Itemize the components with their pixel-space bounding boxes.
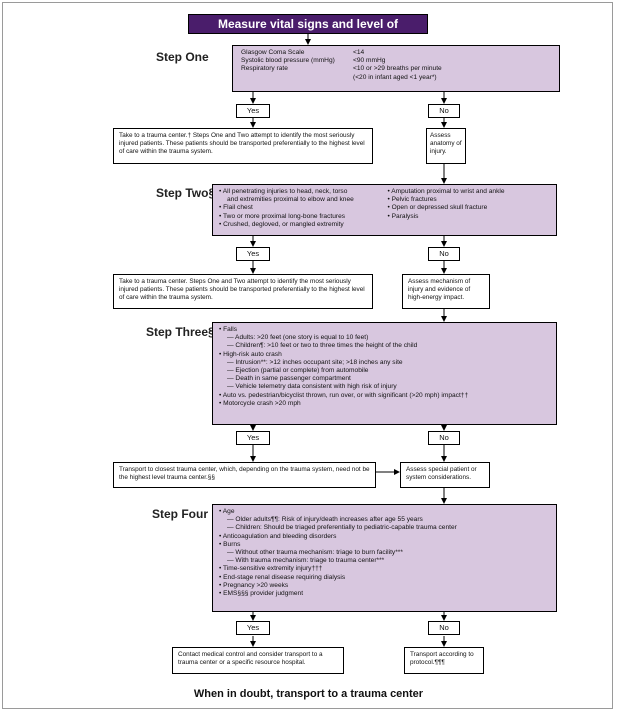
step-three-criteria-box: • Falls— Adults: >20 feet (one story is … [212, 322, 557, 425]
step-three-criterion: — Vehicle telemetry data consistent with… [227, 383, 397, 391]
step-two-criterion: • Open or depressed skull fracture [387, 204, 488, 212]
step-three-yes: Yes [236, 431, 270, 445]
step-three-criterion: — Intrusion**: >12 inches occupant site;… [227, 358, 403, 366]
step-three-no-result: Assess special patient or system conside… [400, 462, 490, 488]
step-three-criterion: — Ejection (partial or complete) from au… [227, 367, 369, 375]
step-three-criterion: • Falls [219, 326, 238, 333]
step-three-criterion: — Adults: >20 feet (one story is equal t… [227, 334, 369, 342]
step-two-criteria-box: • All penetrating injuries to head, neck… [212, 184, 557, 236]
criterion-value: <14 [353, 49, 365, 56]
step-two-criterion: • Paralysis [387, 212, 419, 220]
step-one-criterion: Glasgow Coma Scale <14 [241, 49, 553, 57]
step-four-criterion: — With trauma mechanism: triage to traum… [227, 557, 385, 565]
criterion-value: <90 mmHg [353, 57, 386, 65]
criterion-name [241, 74, 353, 82]
step-four-criterion: • Age [219, 508, 235, 515]
step-two-right-list: • Amputation proximal to wrist and ankle… [382, 188, 551, 229]
step-three-criteria-list: • Falls— Adults: >20 feet (one story is … [219, 326, 550, 408]
step-four-no-result: Transport according to protocol.¶¶¶ [404, 647, 484, 674]
step-two-no: No [428, 247, 460, 261]
criterion-name: Systolic blood pressure (mmHg) [241, 57, 335, 65]
criterion-value: (<20 in infant aged <1 year*) [353, 73, 437, 81]
step-four-criterion: — Without other trauma mechanism: triage… [227, 549, 403, 557]
step-two-criterion: • Amputation proximal to wrist and ankle [387, 188, 505, 195]
step-four-criterion: • End-stage renal disease requiring dial… [219, 573, 346, 581]
step-three-criterion: • High-risk auto crash [219, 350, 282, 358]
footer-note: When in doubt, transport to a trauma cen… [193, 688, 424, 700]
criterion-name: Glasgow Coma Scale [241, 49, 305, 56]
step-two-criterion: • Crushed, degloved, or mangled extremit… [219, 220, 344, 228]
step-one-yes: Yes [236, 104, 270, 118]
step-four-criterion: • EMS§§§ provider judgment [219, 590, 304, 598]
step-four-criterion: • Pregnancy >20 weeks [219, 581, 289, 589]
step-four-criteria-box: • Age— Older adults¶¶: Risk of injury/de… [212, 504, 557, 612]
step-one-no: No [428, 104, 460, 118]
criterion-name: Respiratory rate [241, 65, 288, 73]
step-three-criterion: — Death in same passenger compartment [227, 375, 351, 383]
step-four-label: Step Four [152, 507, 208, 521]
step-four-no: No [428, 621, 460, 635]
step-one-criterion: Respiratory rate <10 or >29 breaths per m… [241, 65, 553, 73]
step-one-yes-result: Take to a trauma center.† Steps One and … [113, 128, 373, 164]
step-four-criterion: • Anticoagulation and bleeding disorders [219, 532, 337, 540]
step-three-label: Step Three§ [146, 325, 215, 339]
step-four-criterion: • Time-sensitive extremity injury††† [219, 565, 323, 573]
step-three-no: No [428, 431, 460, 445]
step-two-criterion: and extremities proximal to elbow and kn… [227, 196, 354, 204]
step-three-yes-result: Transport to closest trauma center, whic… [113, 462, 376, 488]
step-one-criterion: Systolic blood pressure (mmHg) <90 mmHg [241, 57, 553, 65]
step-two-label: Step Two§ [156, 186, 216, 200]
step-three-criterion: • Auto vs. pedestrian/bicyclist thrown, … [219, 391, 469, 399]
step-two-criterion: • All penetrating injuries to head, neck… [219, 188, 348, 195]
step-four-yes: Yes [236, 621, 270, 635]
step-two-yes-result: Take to a trauma center. Steps One and T… [113, 274, 373, 309]
step-two-criterion: • Pelvic fractures [387, 196, 437, 204]
step-two-left-list: • All penetrating injuries to head, neck… [219, 188, 382, 229]
step-three-criterion: • Motorcycle crash >20 mph [219, 399, 301, 407]
step-one-label: Step One [156, 50, 209, 64]
step-two-criterion: • Flail chest [219, 204, 253, 212]
step-four-criterion: — Older adults¶¶: Risk of injury/death i… [227, 516, 423, 524]
step-one-criterion: (<20 in infant aged <1 year*) [241, 74, 553, 82]
step-one-no-result: Assess anatomy of injury. [426, 128, 466, 164]
step-four-criterion: — Children: Should be triaged preferenti… [227, 524, 457, 532]
step-four-criteria-list: • Age— Older adults¶¶: Risk of injury/de… [219, 508, 550, 598]
step-two-criterion: • Two or more proximal long-bone fractur… [219, 212, 346, 220]
criterion-value: <10 or >29 breaths per minute [353, 65, 442, 73]
step-three-criterion: — Children¶: >10 feet or two to three ti… [227, 342, 418, 350]
step-four-yes-result: Contact medical control and consider tra… [172, 647, 344, 674]
step-four-criterion: • Burns [219, 540, 241, 548]
step-two-yes: Yes [236, 247, 270, 261]
step-two-no-result: Assess mechanism of injury and evidence … [402, 274, 490, 309]
